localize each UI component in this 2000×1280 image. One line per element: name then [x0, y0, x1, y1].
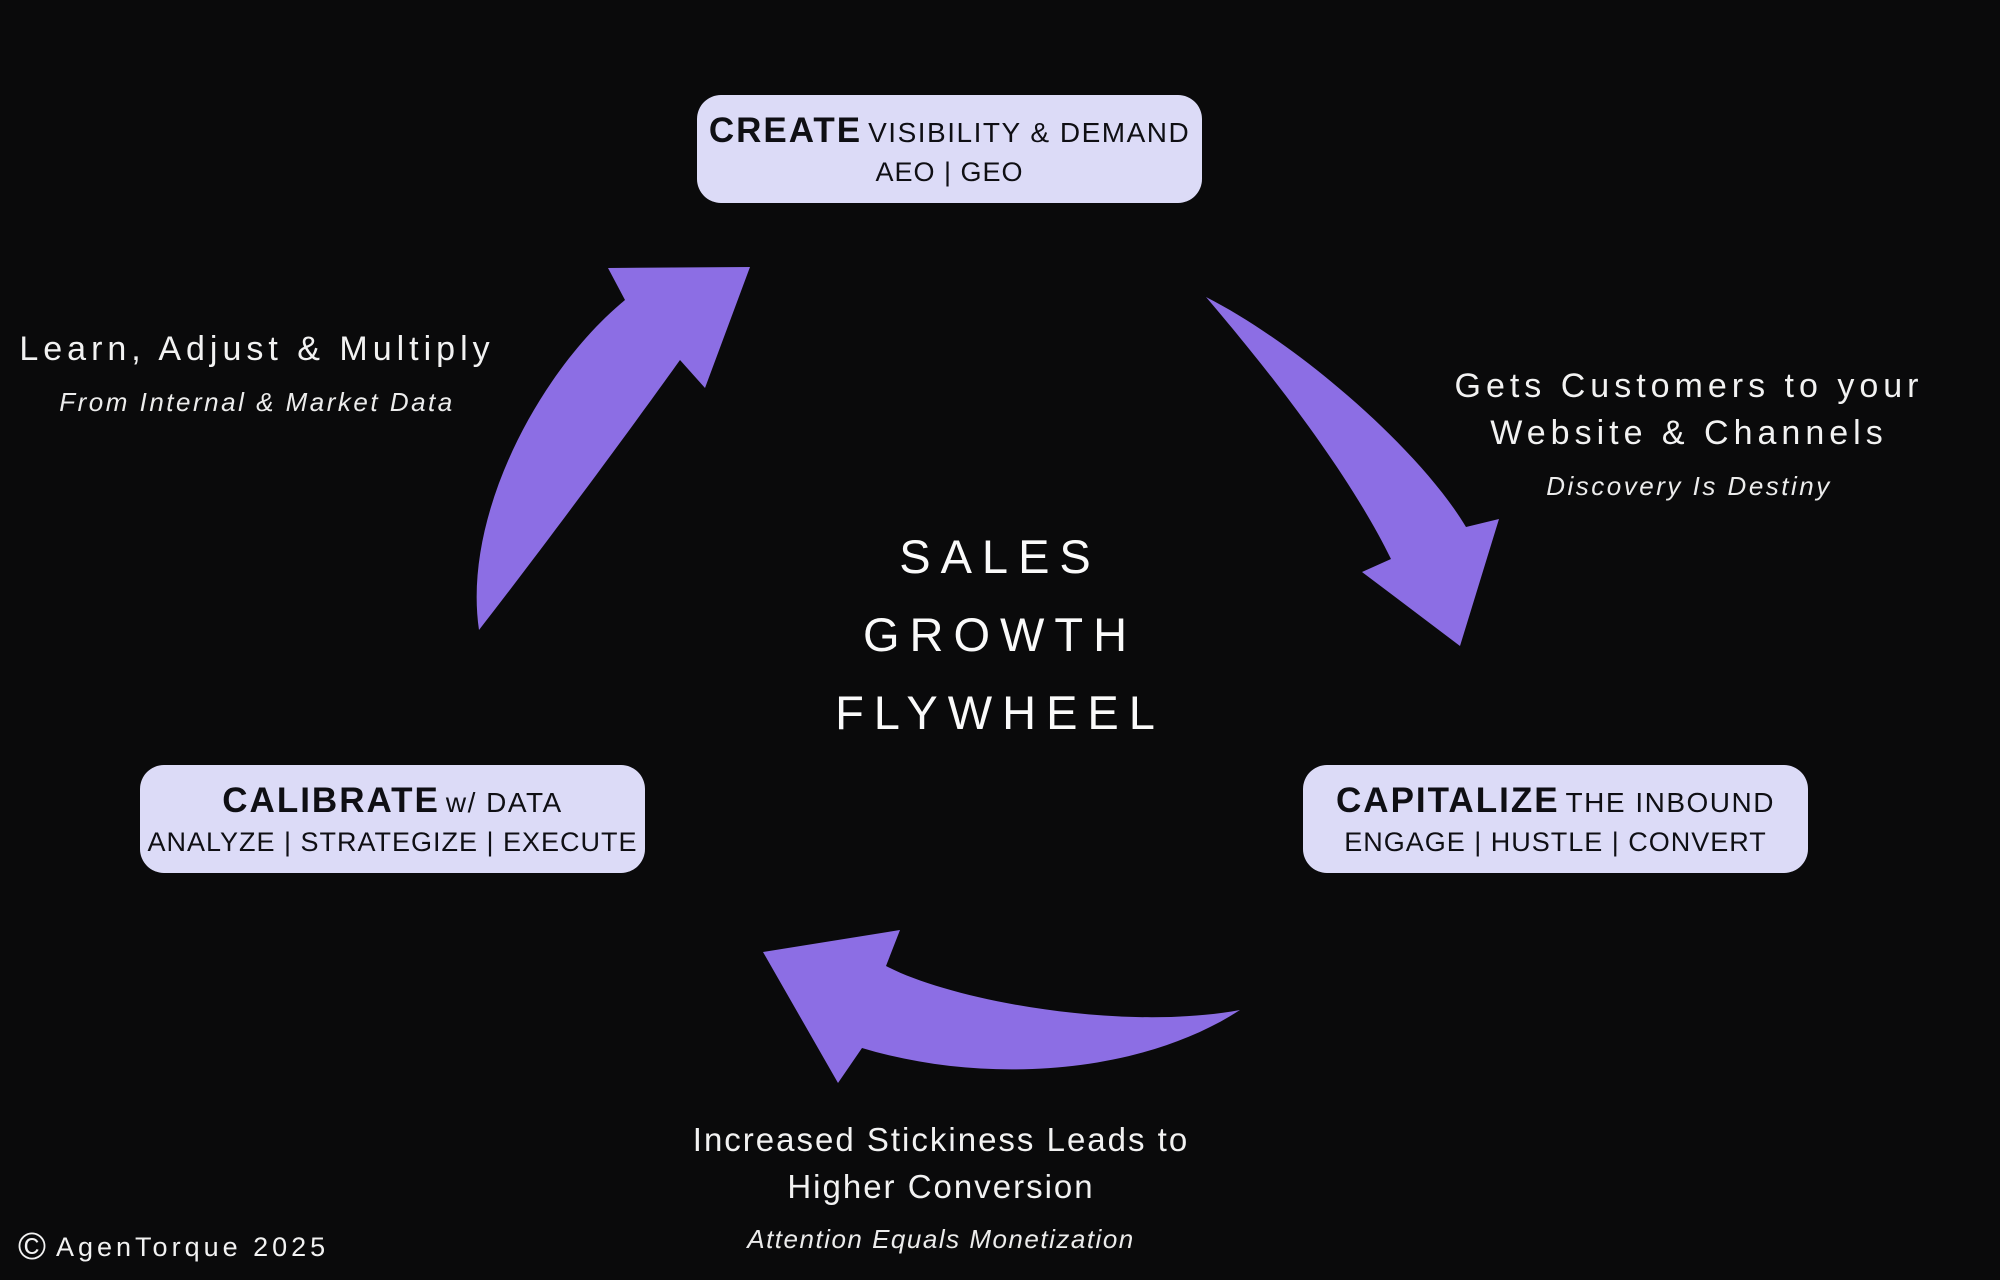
- diagram-title: SALES GROWTH FLYWHEEL: [835, 518, 1165, 752]
- copyright-text: AgenTorque 2025: [56, 1231, 330, 1262]
- arrow-capitalize-to-calibrate: [763, 930, 1240, 1083]
- annotation-learn-caption: From Internal & Market Data: [59, 387, 455, 417]
- node-capitalize-subline: ENGAGE | HUSTLE | CONVERT: [1344, 826, 1767, 857]
- node-capitalize-heading-strong: CAPITALIZE: [1336, 780, 1560, 820]
- annotation-increased-stickiness: Increased Stickiness Leads to Higher Con…: [693, 1116, 1189, 1255]
- annotation-learn-line-1: Learn, Adjust & Multiply: [19, 330, 495, 368]
- node-calibrate-subline: ANALYZE | STRATEGIZE | EXECUTE: [147, 826, 638, 857]
- node-capitalize-heading-rest: THE INBOUND: [1565, 786, 1775, 818]
- copyright-icon: ©: [18, 1226, 46, 1268]
- node-create-heading-strong: CREATE: [708, 110, 863, 150]
- annotation-customers-line-1: Gets Customers to your: [1454, 367, 1924, 405]
- arrow-create-to-capitalize: [1206, 297, 1499, 646]
- annotation-customers-line-2: Website & Channels: [1490, 414, 1888, 452]
- node-calibrate-heading-strong: CALIBRATE: [222, 780, 440, 820]
- node-create-heading-rest: VISIBILITY & DEMAND: [868, 116, 1191, 148]
- annotation-customers-caption: Discovery Is Destiny: [1546, 471, 1832, 501]
- annotation-stickiness-line-2: Higher Conversion: [787, 1168, 1095, 1205]
- annotation-stickiness-caption: Attention Equals Monetization: [747, 1224, 1135, 1254]
- arrow-calibrate-to-create: [476, 267, 750, 630]
- annotation-gets-customers: Gets Customers to your Website & Channel…: [1454, 363, 1923, 502]
- annotation-learn-adjust-multiply: Learn, Adjust & Multiply From Internal &…: [19, 326, 494, 418]
- diagram-title-line-1: SALES: [899, 530, 1101, 583]
- footer-copyright: © AgenTorque 2025: [18, 1228, 329, 1266]
- diagram-title-line-2: GROWTH: [862, 608, 1138, 661]
- annotation-stickiness-line-1: Increased Stickiness Leads to: [692, 1121, 1190, 1158]
- node-calibrate-heading-rest: w/ DATA: [445, 786, 563, 818]
- node-create-subline: AEO | GEO: [875, 156, 1024, 187]
- diagram-title-line-3: FLYWHEEL: [835, 686, 1165, 739]
